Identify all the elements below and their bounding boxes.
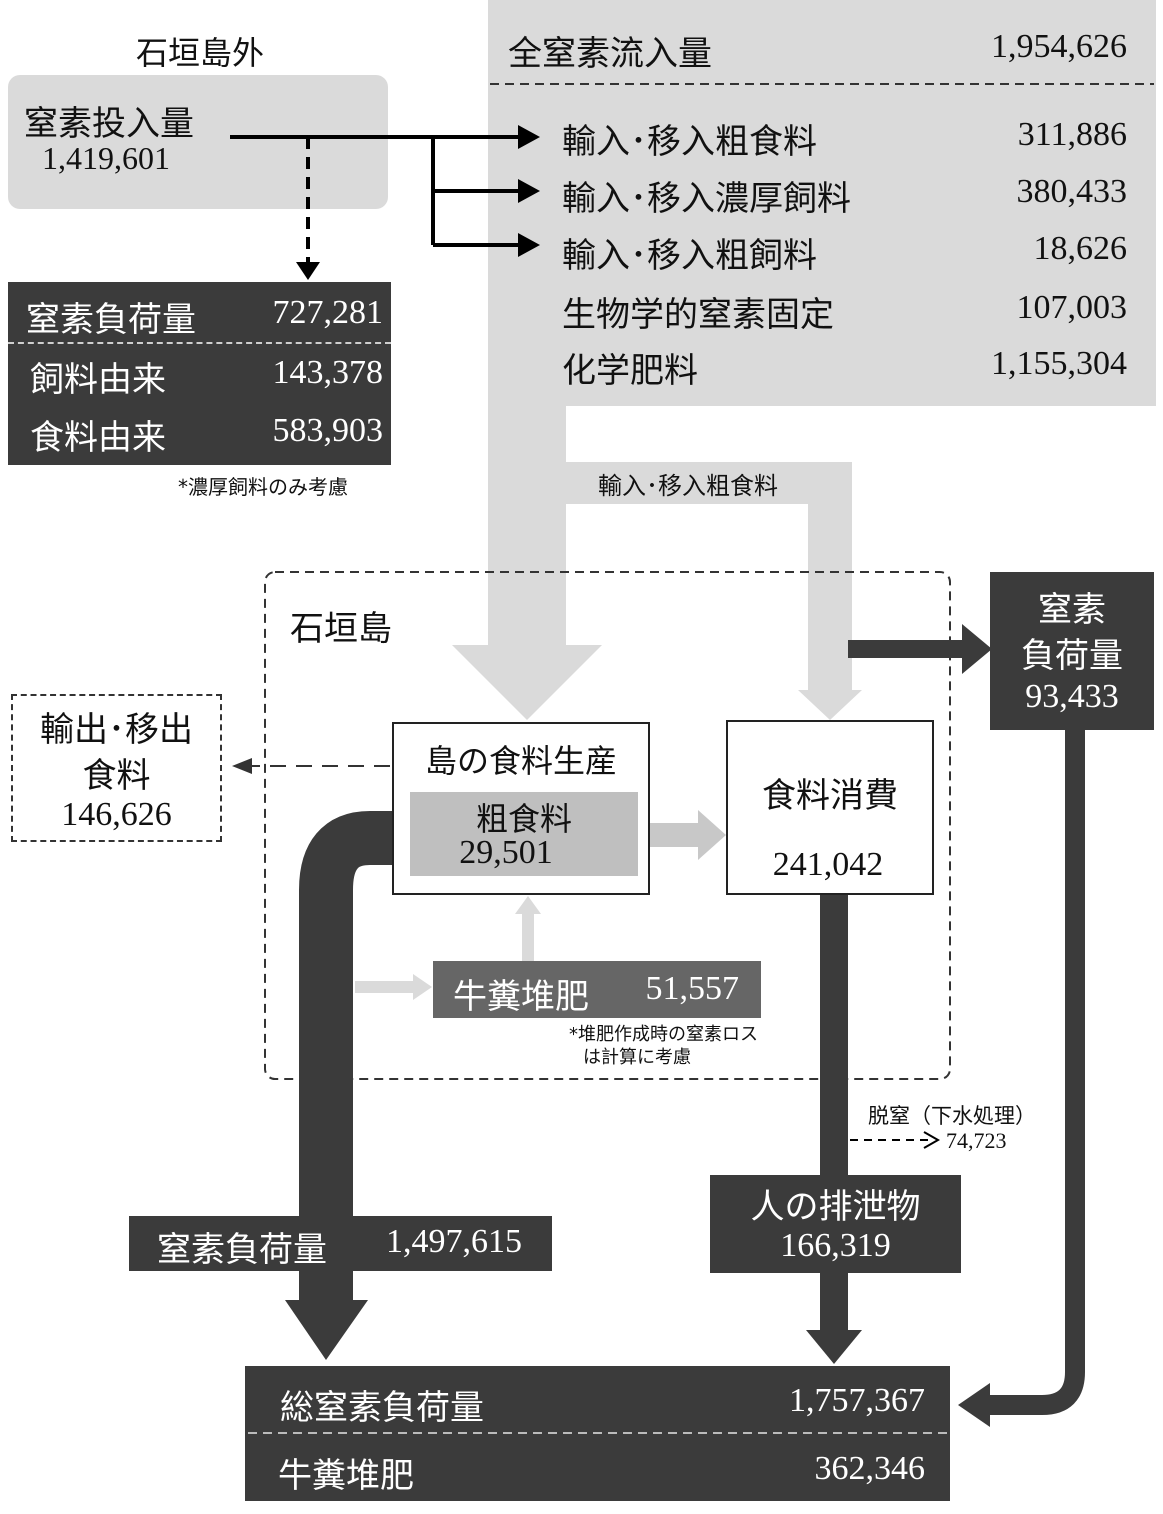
crude-food-box: 粗食料 29,501: [410, 792, 638, 876]
consumption-down-shaft: [820, 895, 848, 1185]
manure-up-arrow-shaft: [522, 912, 534, 964]
arrow-head-1: [518, 125, 540, 149]
manure-value: 51,557: [645, 970, 740, 1007]
outside-food-value: 583,903: [272, 412, 384, 449]
excreta-box: 人の排泄物 166,319: [710, 1175, 961, 1273]
outside-load-value: 727,281: [272, 294, 384, 331]
outside-load-label: 窒素負荷量: [26, 300, 196, 340]
right-load-value: 93,433: [1025, 678, 1119, 715]
outside-title: 石垣島外: [135, 34, 264, 72]
inflow-item-label-1: 輸入･移入濃厚飼料: [562, 179, 851, 219]
left-load-value: 1,497,615: [386, 1223, 522, 1260]
total-manure-value: 362,346: [814, 1450, 926, 1487]
outside-feed-label: 飼料由来: [30, 360, 166, 400]
inflow-item-label-2: 輸入･移入粗飼料: [562, 236, 817, 276]
left-load-label: 窒素負荷量: [157, 1230, 327, 1270]
outside-input-value: 1,419,601: [42, 140, 170, 176]
export-box: 輸出･移出 食料 146,626: [11, 694, 222, 842]
inflow-item-value-3: 107,003: [1016, 289, 1128, 326]
excreta-value: 166,319: [780, 1227, 891, 1264]
total-value: 1,757,367: [789, 1382, 925, 1419]
production-load-head: [285, 1300, 368, 1360]
manure-up-arrow-head: [515, 896, 541, 914]
left-load-box: 窒素負荷量 1,497,615: [129, 1216, 552, 1271]
arrow-head-3: [518, 233, 540, 257]
total-manure-label: 牛糞堆肥: [278, 1456, 414, 1496]
inflow-panel: [488, 0, 1156, 406]
inflow-item-label-0: 輸入･移入粗食料: [562, 122, 817, 162]
manure-box: 牛糞堆肥 51,557: [433, 961, 761, 1018]
outside-note: *濃厚飼料のみ考慮: [178, 475, 348, 499]
outside-load-divider: [8, 342, 391, 344]
denitrification-head: [923, 1131, 941, 1149]
inflow-item-value-0: 311,886: [1017, 116, 1127, 153]
crude-food-value: 29,501: [459, 834, 553, 871]
outside-load-box: 窒素負荷量 727,281 飼料由来 143,378 食料由来 583,903: [8, 282, 391, 465]
right-load-return-head: [958, 1383, 990, 1427]
inflow-item-label-3: 生物学的窒素固定: [562, 295, 834, 335]
excreta-down-head: [806, 1330, 862, 1364]
load-right-arrow-shaft: [848, 640, 970, 658]
manure-feed-arrow-head: [413, 974, 432, 1000]
right-load-line1: 窒素: [1038, 590, 1106, 630]
export-line1: 輸出･移出: [40, 710, 193, 750]
denitrification-label: 脱窒（下水処理）: [868, 1104, 1036, 1128]
arrow-head-dashed: [296, 262, 320, 280]
consumption-title: 食料消費: [762, 776, 898, 816]
inflow-item-value-1: 380,433: [1016, 173, 1128, 210]
outside-feed-value: 143,378: [272, 354, 384, 391]
island-title: 石垣島: [290, 609, 392, 649]
arrow-head-2: [518, 179, 540, 203]
consumption-value: 241,042: [772, 846, 884, 883]
manure-feed-arrow-shaft: [355, 981, 415, 993]
manure-note-1: *堆肥作成時の窒素ロス: [569, 1024, 758, 1045]
load-right-arrow-head: [962, 624, 992, 674]
right-load-return-path: [985, 730, 1085, 1415]
manure-note-2: は計算に考慮: [583, 1047, 691, 1068]
island-border: [264, 571, 951, 1080]
production-title: 島の食料生産: [424, 742, 617, 780]
inflow-total-value: 1,954,626: [991, 28, 1127, 65]
export-arrow-head: [232, 758, 252, 774]
outside-input-label: 窒素投入量: [24, 104, 194, 144]
total-label: 総窒素負荷量: [280, 1388, 484, 1428]
production-load-flow: [299, 811, 392, 1300]
consumption-box: 食料消費 241,042: [726, 720, 934, 895]
outside-food-label: 食料由来: [30, 418, 166, 458]
excreta-down-shaft: [820, 1270, 848, 1332]
crude-food-branch-arrow: [566, 462, 862, 720]
export-value: 146,626: [61, 796, 172, 833]
excreta-label: 人の排泄物: [750, 1187, 921, 1227]
right-load-line2: 負荷量: [1021, 636, 1123, 676]
crude-food-branch-label: 輸入･移入粗食料: [598, 472, 778, 500]
inflow-item-label-4: 化学肥料: [562, 351, 698, 391]
inflow-item-value-2: 18,626: [1033, 230, 1128, 267]
outside-input-panel: [8, 75, 388, 209]
crude-food-label: 粗食料: [475, 800, 572, 838]
right-load-box: 窒素 負荷量 93,433: [990, 572, 1154, 730]
export-line2: 食料: [82, 756, 151, 796]
inflow-total-label: 全窒素流入量: [508, 34, 712, 74]
inflow-main-arrow: [452, 406, 602, 720]
denitrification-value: 74,723: [946, 1128, 1007, 1153]
production-box: 島の食料生産 粗食料 29,501: [392, 722, 650, 895]
manure-label: 牛糞堆肥: [453, 977, 589, 1017]
crude-food-arrow-head: [698, 810, 726, 860]
inflow-item-value-4: 1,155,304: [991, 345, 1127, 382]
